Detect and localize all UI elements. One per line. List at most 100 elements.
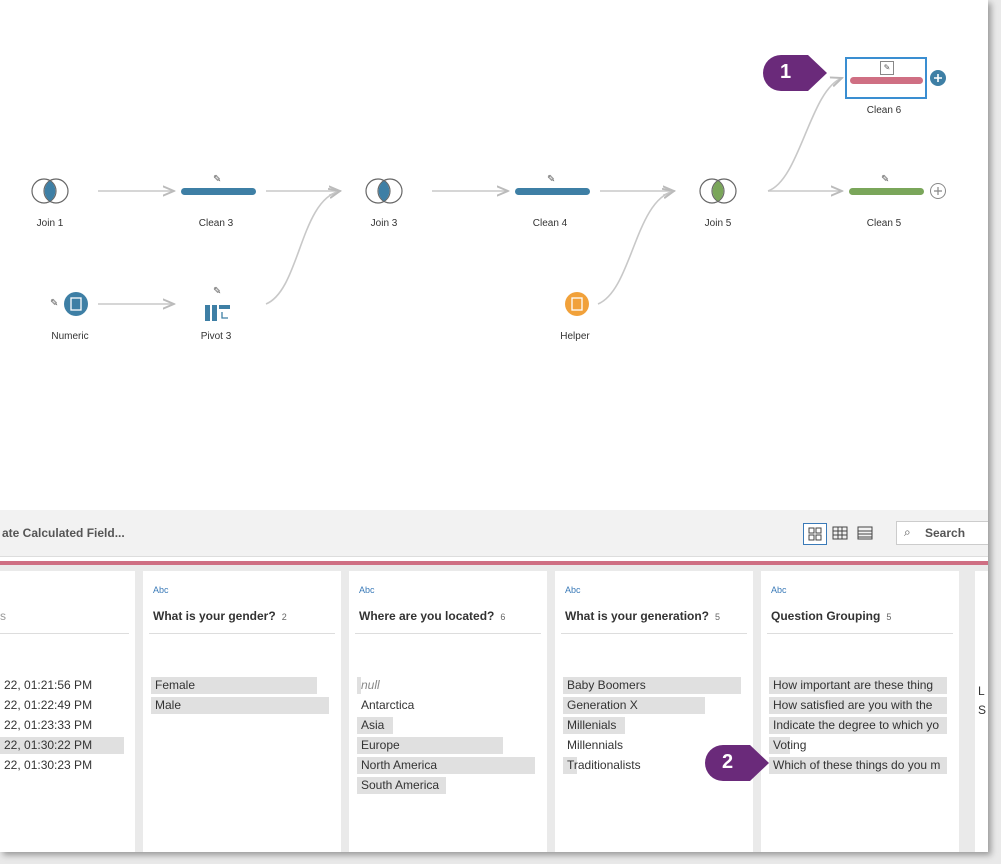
value-count-bar xyxy=(151,697,329,714)
distinct-count: 2 xyxy=(281,612,287,622)
clean4-label: Clean 4 xyxy=(532,218,568,229)
profile-card-title: Where are you located? 6 xyxy=(359,609,505,623)
join1-venn-icon xyxy=(31,178,69,204)
profile-view-button[interactable] xyxy=(803,523,827,545)
value-row[interactable]: 22, 01:30:23 PM xyxy=(4,758,93,772)
value-label: Which of these things do you m xyxy=(773,758,941,772)
search-field[interactable]: ⌕ Search xyxy=(896,521,988,545)
value-row[interactable]: L xyxy=(978,684,985,698)
field-name: What is your generation? xyxy=(565,609,710,623)
value-row[interactable]: 22, 01:21:56 PM xyxy=(4,678,93,692)
value-row[interactable]: North America xyxy=(357,757,541,774)
connector-helper-join5 xyxy=(597,191,674,305)
list-view-button[interactable] xyxy=(854,523,876,543)
value-row[interactable]: null xyxy=(357,677,541,694)
profile-card-edge-fragment[interactable]: L S xyxy=(975,571,988,852)
connector-pivot3-join3 xyxy=(265,191,340,305)
clean3-step-icon: ✎ xyxy=(213,174,222,185)
helper-label: Helper xyxy=(560,331,590,342)
flow-connectors xyxy=(31,70,946,321)
clean6-step-icon: ✎ xyxy=(880,61,894,75)
string-type-icon[interactable]: Abc xyxy=(359,585,375,595)
value-count-bar xyxy=(357,737,503,754)
helper-file-icon xyxy=(565,292,589,316)
value-label: Millennials xyxy=(567,738,624,752)
value-row[interactable]: Male xyxy=(151,697,335,714)
clean4-bar[interactable] xyxy=(515,188,590,195)
clean3-bar[interactable] xyxy=(181,188,256,195)
value-row[interactable]: S xyxy=(978,703,987,717)
value-row[interactable]: Generation X xyxy=(563,697,747,714)
value-count-bar xyxy=(357,717,393,734)
value-count-bar xyxy=(563,697,705,714)
value-row[interactable]: Voting xyxy=(769,737,953,754)
value-count-bar xyxy=(563,757,577,774)
value-label: North America xyxy=(361,758,438,772)
value-label: Indicate the degree to which yo xyxy=(773,718,940,732)
value-row[interactable]: Millenials xyxy=(563,717,747,734)
value-count-bar xyxy=(769,737,790,754)
value-row[interactable]: Traditionalists xyxy=(563,757,747,774)
string-type-icon[interactable]: Abc xyxy=(771,585,787,595)
profile-card-title: s xyxy=(0,609,6,623)
string-type-icon[interactable]: Abc xyxy=(153,585,169,595)
field-name: What is your gender? xyxy=(153,609,276,623)
clean4-step-icon: ✎ xyxy=(547,174,556,185)
value-label: null xyxy=(361,678,380,692)
value-row[interactable]: South America xyxy=(357,777,541,794)
clean5-bar[interactable] xyxy=(849,188,924,195)
value-count-bar xyxy=(357,757,535,774)
field-name: Where are you located? xyxy=(359,609,495,623)
clean6-selected-node[interactable]: ✎ xyxy=(845,57,927,99)
value-count-bar xyxy=(769,697,947,714)
distinct-count: 5 xyxy=(715,612,721,622)
value-row[interactable]: Female xyxy=(151,677,335,694)
value-row[interactable]: Asia xyxy=(357,717,541,734)
distinct-count: 6 xyxy=(500,612,506,622)
flow-canvas[interactable]: ✎ ✎ ✎ ✎ ✎ ✎ Join 1 Clean 3 Join 3 Clean … xyxy=(0,0,988,508)
value-label: Traditionalists xyxy=(567,758,641,772)
value-row[interactable]: 22, 01:30:22 PM xyxy=(0,737,125,754)
numeric-edit-icon: ✎ xyxy=(50,298,59,309)
value-row[interactable]: Which of these things do you m xyxy=(769,757,953,774)
create-calculated-field-button[interactable]: ate Calculated Field... xyxy=(2,526,125,540)
join3-venn-icon xyxy=(365,178,403,204)
profile-card-title: What is your generation? 5 xyxy=(565,609,720,623)
profile-card-title: What is your gender? 2 xyxy=(153,609,287,623)
value-count-bar xyxy=(357,677,361,694)
clean5-step-icon: ✎ xyxy=(881,174,890,185)
value-row[interactable]: 22, 01:22:49 PM xyxy=(4,698,93,712)
value-label: Europe xyxy=(361,738,400,752)
value-row[interactable]: Millennials xyxy=(563,737,747,754)
clean3-label: Clean 3 xyxy=(198,218,234,229)
value-label: Generation X xyxy=(567,698,638,712)
pivot3-edit-icon: ✎ xyxy=(213,286,222,297)
join5-venn-icon xyxy=(699,178,737,204)
value-row[interactable]: Europe xyxy=(357,737,541,754)
clean5-label: Clean 5 xyxy=(866,218,902,229)
distinct-count: 5 xyxy=(886,612,892,622)
value-label: Asia xyxy=(361,718,385,732)
join1-label: Join 1 xyxy=(36,218,64,229)
value-label: Female xyxy=(155,678,196,692)
string-type-icon[interactable]: Abc xyxy=(565,585,581,595)
numeric-file-icon xyxy=(64,292,88,316)
value-label: South America xyxy=(361,778,440,792)
value-row[interactable]: Indicate the degree to which yo xyxy=(769,717,953,734)
value-row[interactable]: Antarctica xyxy=(357,697,541,714)
value-row[interactable]: How satisfied are you with the xyxy=(769,697,953,714)
value-count-bar xyxy=(769,677,947,694)
profile-card-partial[interactable]: s 22, 01:21:56 PM 22, 01:22:49 PM 22, 01… xyxy=(0,571,135,852)
value-row[interactable]: Baby Boomers xyxy=(563,677,747,694)
value-label: Millenials xyxy=(567,718,617,732)
data-grid-view-button[interactable] xyxy=(829,523,851,543)
search-icon: ⌕ xyxy=(904,525,911,539)
value-row[interactable]: How important are these thing xyxy=(769,677,953,694)
value-label: Antarctica xyxy=(361,698,415,712)
value-row[interactable]: 22, 01:23:33 PM xyxy=(4,718,93,732)
